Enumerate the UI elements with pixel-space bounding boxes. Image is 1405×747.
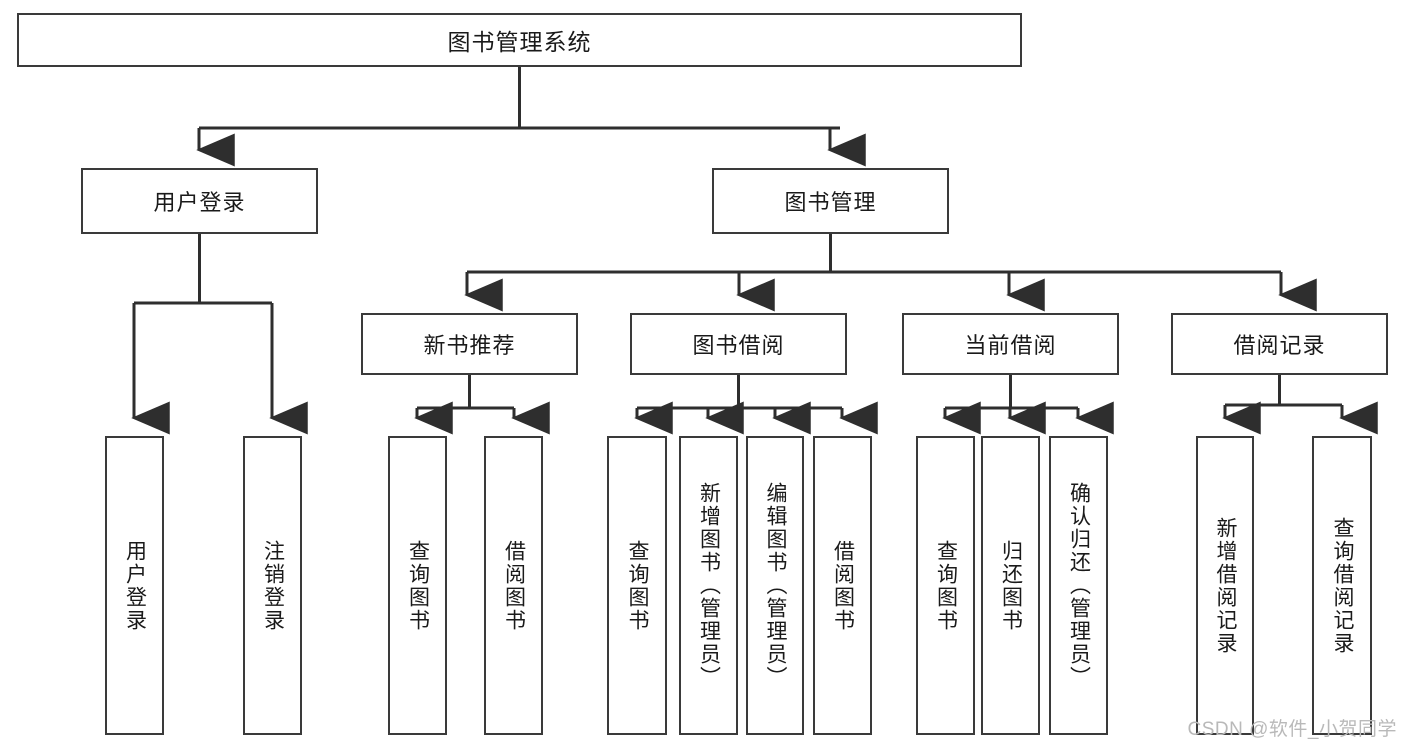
node-label: 借阅记录: [1233, 333, 1326, 358]
node-borrow-record[interactable]: 借阅记录: [1171, 313, 1388, 375]
node-new-book-recommend[interactable]: 新书推荐: [361, 313, 578, 375]
leaf-user-login-signin[interactable]: 用户登录: [105, 436, 164, 735]
node-current-borrow[interactable]: 当前借阅: [902, 313, 1119, 375]
leaf-user-login-signout[interactable]: 注销登录: [243, 436, 302, 735]
leaf-recommend-borrow-book[interactable]: 借阅图书: [484, 436, 543, 735]
leaf-borrow-edit-book-admin[interactable]: 编辑图书（管理员）: [746, 436, 804, 735]
node-label: 图书借阅: [692, 333, 785, 358]
node-label: 归还图书: [999, 539, 1023, 632]
node-label: 图书管理: [784, 190, 877, 215]
node-label: 图书管理系统: [447, 29, 592, 55]
node-label: 用户登录: [123, 539, 147, 632]
node-label: 查询图书: [934, 539, 958, 632]
node-label: 查询借阅记录: [1331, 516, 1355, 655]
node-label: 借阅图书: [502, 539, 526, 632]
node-label: 新增图书（管理员）: [697, 482, 721, 689]
node-book-borrow[interactable]: 图书借阅: [630, 313, 847, 375]
node-label: 当前借阅: [964, 333, 1057, 358]
leaf-borrow-borrow-book[interactable]: 借阅图书: [813, 436, 872, 735]
node-label: 注销登录: [261, 539, 285, 632]
node-label: 查询图书: [626, 539, 650, 632]
leaf-current-confirm-return-admin[interactable]: 确认归还（管理员）: [1049, 436, 1108, 735]
node-label: 用户登录: [153, 190, 246, 215]
leaf-recommend-query-book[interactable]: 查询图书: [388, 436, 447, 735]
node-label: 借阅图书: [831, 539, 855, 632]
leaf-borrow-query-book[interactable]: 查询图书: [607, 436, 667, 735]
leaf-current-return-book[interactable]: 归还图书: [981, 436, 1040, 735]
node-label: 新书推荐: [423, 333, 516, 358]
watermark-text: CSDN @软件_小贺同学: [1187, 719, 1397, 740]
node-book-management[interactable]: 图书管理: [712, 168, 949, 234]
node-label: 新增借阅记录: [1214, 516, 1238, 655]
node-label: 查询图书: [406, 539, 430, 632]
node-label: 确认归还（管理员）: [1067, 482, 1091, 689]
leaf-current-query-book[interactable]: 查询图书: [916, 436, 975, 735]
leaf-record-add-record[interactable]: 新增借阅记录: [1196, 436, 1254, 735]
node-root-system[interactable]: 图书管理系统: [17, 13, 1022, 67]
node-user-login[interactable]: 用户登录: [81, 168, 318, 234]
leaf-borrow-add-book-admin[interactable]: 新增图书（管理员）: [679, 436, 738, 735]
leaf-record-query-record[interactable]: 查询借阅记录: [1312, 436, 1372, 735]
node-label: 编辑图书（管理员）: [764, 482, 788, 689]
